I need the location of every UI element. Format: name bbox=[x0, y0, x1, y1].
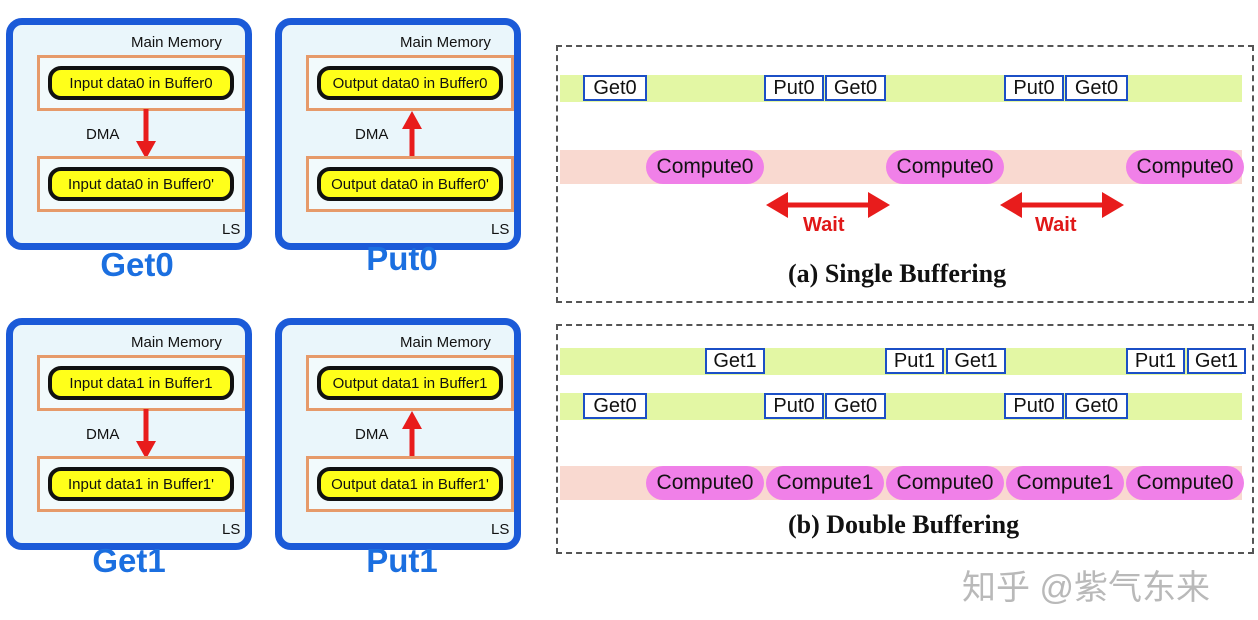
dma-down-arrow bbox=[136, 109, 156, 159]
compute0-pill: Compute0 bbox=[646, 150, 764, 184]
panel-get0: Main Memory Input data0 in Buffer0 DMA I… bbox=[6, 18, 252, 250]
main-memory-buffer: Input data0 in Buffer0 bbox=[48, 66, 234, 100]
put0-box: Put0 bbox=[1004, 75, 1064, 101]
wait-label: Wait bbox=[803, 214, 845, 236]
put0-box: Put0 bbox=[764, 75, 824, 101]
compute0-pill: Compute0 bbox=[646, 466, 764, 500]
main-memory-buffer: Output data1 in Buffer1 bbox=[317, 366, 503, 400]
local-store-buffer: Output data0 in Buffer0' bbox=[317, 167, 503, 201]
wait-label: Wait bbox=[1035, 214, 1077, 236]
local-store-buffer: Input data1 in Buffer1' bbox=[48, 467, 234, 501]
dma-down-arrow bbox=[136, 409, 156, 459]
main-memory-region: Output data1 in Buffer1 bbox=[306, 355, 514, 411]
double-buffering-frame bbox=[556, 324, 1254, 554]
panel-caption: Put0 bbox=[366, 240, 438, 277]
dma-label: DMA bbox=[86, 126, 120, 143]
panel-caption: Get1 bbox=[92, 542, 166, 579]
watermark: 知乎 @紫气东来 bbox=[962, 569, 1210, 607]
main-memory-label: Main Memory bbox=[400, 334, 491, 351]
main-memory-buffer: Input data1 in Buffer1 bbox=[48, 366, 234, 400]
main-memory-region: Input data1 in Buffer1 bbox=[37, 355, 245, 411]
put1-box: Put1 bbox=[1126, 348, 1185, 374]
panel-put1: Main Memory Output data1 in Buffer1 DMA … bbox=[275, 318, 521, 550]
transfer-lane-0 bbox=[560, 393, 1242, 420]
put1-box: Put1 bbox=[885, 348, 944, 374]
put0-box: Put0 bbox=[764, 393, 824, 419]
get0-box: Get0 bbox=[1065, 75, 1128, 101]
get1-box: Get1 bbox=[705, 348, 765, 374]
compute0-pill: Compute0 bbox=[1126, 150, 1244, 184]
local-store-region: Output data1 in Buffer1' bbox=[306, 456, 514, 512]
single-buffering-frame bbox=[556, 45, 1254, 303]
local-store-buffer: Input data0 in Buffer0' bbox=[48, 167, 234, 201]
main-memory-label: Main Memory bbox=[131, 34, 222, 51]
ls-label: LS bbox=[491, 521, 510, 538]
main-memory-buffer: Output data0 in Buffer0 bbox=[317, 66, 503, 100]
main-memory-region: Output data0 in Buffer0 bbox=[306, 55, 514, 111]
dma-up-arrow bbox=[402, 111, 422, 161]
ls-label: LS bbox=[222, 221, 241, 238]
transfer-lane bbox=[560, 75, 1242, 102]
put0-box: Put0 bbox=[1004, 393, 1064, 419]
compute0-pill: Compute0 bbox=[886, 150, 1004, 184]
local-store-region: Output data0 in Buffer0' bbox=[306, 156, 514, 212]
panel-get1: Main Memory Input data1 in Buffer1 DMA I… bbox=[6, 318, 252, 550]
get0-box: Get0 bbox=[825, 75, 886, 101]
ls-label: LS bbox=[222, 521, 241, 538]
get0-box: Get0 bbox=[583, 75, 647, 101]
panel-put0: Main Memory Output data0 in Buffer0 DMA … bbox=[275, 18, 521, 250]
compute0-pill: Compute0 bbox=[886, 466, 1004, 500]
wait-arrow bbox=[766, 192, 890, 218]
get1-box: Get1 bbox=[946, 348, 1006, 374]
ls-label: LS bbox=[491, 221, 510, 238]
dma-up-arrow bbox=[402, 411, 422, 461]
dma-label: DMA bbox=[86, 426, 120, 443]
get0-box: Get0 bbox=[583, 393, 647, 419]
panel-caption: Put1 bbox=[366, 542, 438, 579]
panel-caption: Get0 bbox=[100, 246, 174, 283]
local-store-buffer: Output data1 in Buffer1' bbox=[317, 467, 503, 501]
main-memory-region: Input data0 in Buffer0 bbox=[37, 55, 245, 111]
single-buffering-title: (a) Single Buffering bbox=[788, 259, 1007, 288]
compute1-pill: Compute1 bbox=[766, 466, 884, 500]
get1-box: Get1 bbox=[1187, 348, 1246, 374]
local-store-region: Input data0 in Buffer0' bbox=[37, 156, 245, 212]
compute1-pill: Compute1 bbox=[1006, 466, 1124, 500]
compute0-pill: Compute0 bbox=[1126, 466, 1244, 500]
double-buffering-title: (b) Double Buffering bbox=[788, 510, 1020, 539]
local-store-region: Input data1 in Buffer1' bbox=[37, 456, 245, 512]
main-memory-label: Main Memory bbox=[131, 334, 222, 351]
get0-box: Get0 bbox=[825, 393, 886, 419]
wait-arrow bbox=[1000, 192, 1124, 218]
get0-box: Get0 bbox=[1065, 393, 1128, 419]
main-memory-label: Main Memory bbox=[400, 34, 491, 51]
dma-label: DMA bbox=[355, 126, 389, 143]
dma-label: DMA bbox=[355, 426, 389, 443]
